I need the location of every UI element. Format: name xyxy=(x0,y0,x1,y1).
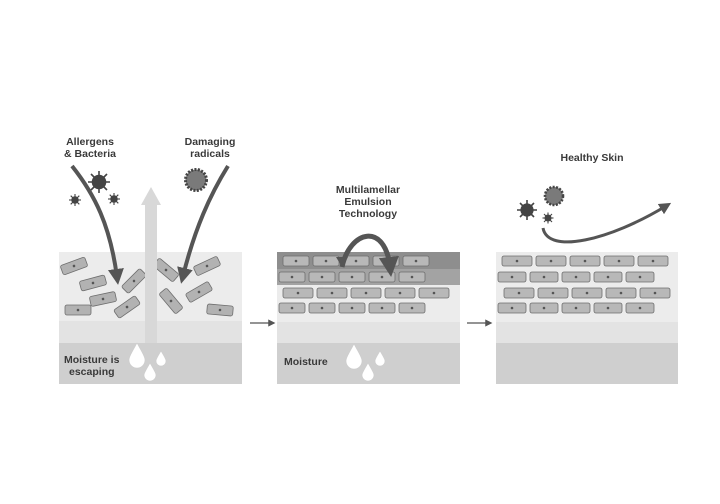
allergens-label-line2: & Bacteria xyxy=(64,148,116,160)
mle-label-line1: Multilamellar xyxy=(335,184,401,196)
cell-nucleus xyxy=(606,306,610,310)
panel-healthy-skin xyxy=(496,185,678,384)
cell-nucleus xyxy=(432,291,436,295)
barrier-cells xyxy=(278,255,450,314)
allergens-label-line1: Allergens xyxy=(66,136,114,148)
cell-nucleus xyxy=(320,275,324,279)
cell-nucleus xyxy=(574,306,578,310)
cell-nucleus xyxy=(619,291,623,295)
cell-nucleus xyxy=(549,259,553,263)
moisture-escape-arrow xyxy=(141,187,161,343)
cell-nucleus xyxy=(606,275,610,279)
water-drop-icon xyxy=(345,343,386,382)
cell-nucleus xyxy=(583,259,587,263)
cell-nucleus xyxy=(320,306,324,310)
water-drop-icon xyxy=(128,342,167,382)
cell-nucleus xyxy=(574,275,578,279)
radicals-arrow xyxy=(177,164,230,284)
cell-nucleus xyxy=(585,291,589,295)
cell-nucleus xyxy=(324,259,328,263)
mle-label-line2: Emulsion xyxy=(344,196,392,208)
radicals-label-line2: radicals xyxy=(190,148,230,160)
cell-nucleus xyxy=(517,291,521,295)
cell-nucleus xyxy=(515,259,519,263)
scattered-cells xyxy=(60,256,234,319)
cell-nucleus xyxy=(354,259,358,263)
virus-icon xyxy=(69,171,120,206)
cell-nucleus xyxy=(350,306,354,310)
mle-curved-arrow xyxy=(339,233,399,277)
deflect-arrow xyxy=(541,202,672,244)
cell-nucleus xyxy=(638,275,642,279)
radicals-label-line1: Damaging xyxy=(184,136,236,148)
moisture-escaping-label: Moisture is escaping xyxy=(64,354,119,378)
cell-nucleus xyxy=(542,306,546,310)
cell-nucleus xyxy=(364,291,368,295)
mle-label-line3: Technology xyxy=(338,208,398,220)
cell-nucleus xyxy=(651,259,655,263)
cell-nucleus xyxy=(542,275,546,279)
cell-nucleus xyxy=(290,275,294,279)
allergens-label: Allergens & Bacteria xyxy=(56,136,124,160)
cell-nucleus xyxy=(410,275,414,279)
cell-nucleus xyxy=(510,275,514,279)
cell-nucleus xyxy=(350,275,354,279)
cell-nucleus xyxy=(510,306,514,310)
cell-nucleus xyxy=(398,291,402,295)
radical-virus-icon xyxy=(543,185,565,207)
cell-nucleus xyxy=(296,291,300,295)
cell-nucleus xyxy=(653,291,657,295)
mle-label: Multilamellar Emulsion Technology xyxy=(322,184,414,220)
radicals-label: Damaging radicals xyxy=(176,136,244,160)
cell-nucleus xyxy=(551,291,555,295)
cell-nucleus xyxy=(290,306,294,310)
cell-nucleus xyxy=(294,259,298,263)
cell-nucleus xyxy=(617,259,621,263)
cell-nucleus xyxy=(330,291,334,295)
cell-nucleus xyxy=(380,306,384,310)
panel-damaged-skin xyxy=(59,164,242,384)
moisture-escaping-line1: Moisture is xyxy=(64,354,120,366)
healthy-cells xyxy=(497,255,671,314)
allergens-arrow xyxy=(70,164,124,285)
radical-virus-icon xyxy=(184,168,208,192)
cell-nucleus xyxy=(414,259,418,263)
moisture-escaping-line2: escaping xyxy=(69,366,115,378)
cell-nucleus xyxy=(638,306,642,310)
moisture-label: Moisture xyxy=(284,356,328,368)
cell-nucleus xyxy=(410,306,414,310)
virus-icon xyxy=(517,200,554,224)
panel-mle-treatment xyxy=(277,233,460,384)
healthy-skin-label: Healthy Skin xyxy=(560,152,624,164)
cell-nucleus xyxy=(380,275,384,279)
